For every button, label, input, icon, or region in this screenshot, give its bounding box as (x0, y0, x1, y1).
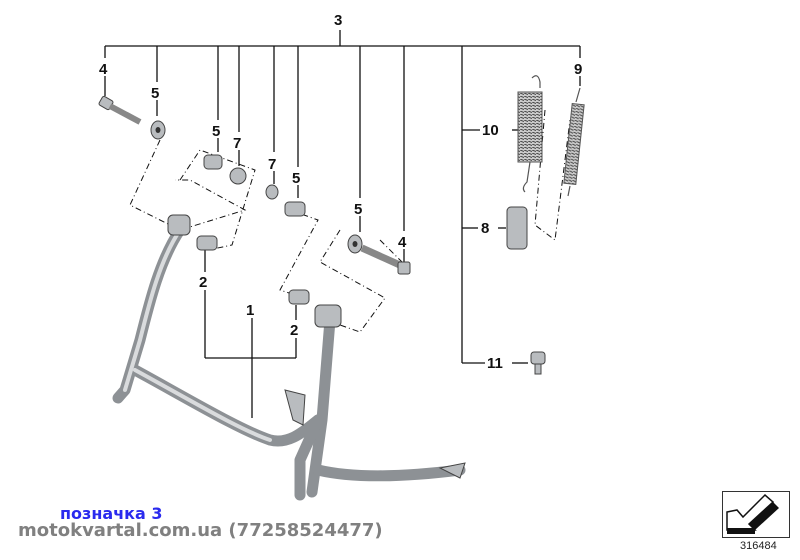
label-10: 10 (482, 122, 499, 139)
bolt-4-left (98, 95, 142, 125)
hardware-parts (98, 75, 585, 375)
bushing-5 (203, 154, 223, 170)
spring-9 (563, 87, 585, 197)
callout-labels: 3 4 5 5 7 7 5 5 4 9 10 8 11 2 2 1 (99, 12, 582, 372)
spring-10 (517, 75, 543, 193)
label-4: 4 (99, 61, 108, 78)
label-11: 11 (487, 355, 503, 372)
watermark-caption: позначка 3 (60, 504, 163, 523)
label-7: 7 (268, 156, 276, 173)
label-1: 1 (246, 302, 254, 319)
label-5: 5 (212, 123, 220, 140)
plug-11 (530, 351, 546, 375)
assembly-outlines (129, 109, 571, 333)
label-5: 5 (354, 201, 362, 218)
label-4: 4 (398, 234, 407, 251)
label-5: 5 (151, 85, 159, 102)
sleeve-8 (506, 206, 528, 250)
leader-lines (104, 30, 581, 418)
center-stand-1 (112, 214, 466, 501)
label-8: 8 (481, 220, 489, 237)
label-9: 9 (574, 61, 582, 78)
label-7: 7 (233, 135, 241, 152)
label-2: 2 (290, 322, 298, 339)
bolt-4-right (360, 244, 404, 270)
image-number: 316484 (740, 540, 777, 552)
nut-7 (229, 167, 247, 185)
label-2: 2 (199, 274, 207, 291)
nut-7b (265, 184, 279, 200)
bushing-2b (288, 289, 310, 305)
label-3: 3 (334, 12, 342, 29)
bushing-5b (284, 201, 306, 217)
watermark-site: motokvartal.com.ua (77258524477) (18, 520, 383, 541)
bushing-2 (196, 235, 218, 251)
label-5: 5 (292, 170, 300, 187)
arrow-down-left-icon (722, 491, 790, 538)
